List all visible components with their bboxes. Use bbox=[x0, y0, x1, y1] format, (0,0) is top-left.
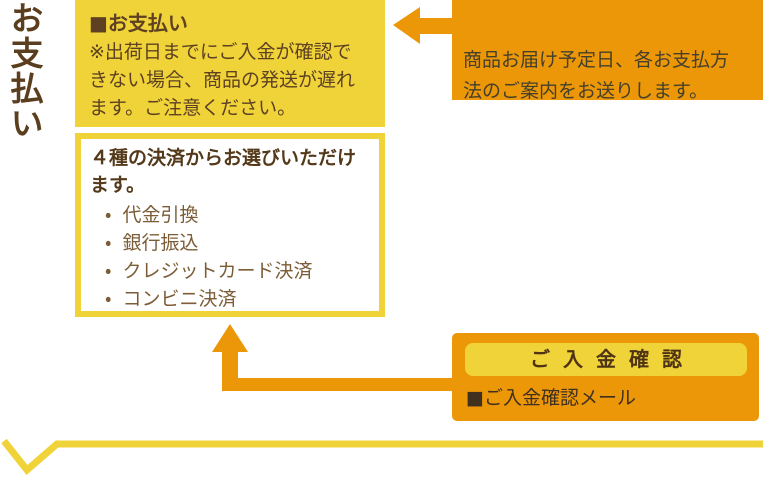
confirmation-header-badge: ご入金確認 bbox=[465, 343, 747, 376]
delivery-notice-text: 商品お届け予定日、各お支払方 法のご案内をお送りします。 bbox=[463, 49, 730, 102]
payment-method-label: クレジットカード決済 bbox=[122, 260, 313, 282]
bullet-icon: ・ bbox=[105, 288, 112, 310]
payment-box-note: ※出荷日までにご入金が確認で きない場合、商品の発送が遅れ ます。ご注意ください… bbox=[89, 41, 356, 119]
payment-method-item: ・代金引換 bbox=[105, 201, 373, 229]
payment-box-heading: ■お支払い bbox=[89, 11, 188, 35]
bullet-icon: ・ bbox=[105, 204, 112, 226]
payment-method-label: 銀行振込 bbox=[122, 232, 199, 254]
confirmation-mail-label: ■ご入金確認メール bbox=[466, 387, 636, 409]
bullet-icon: ・ bbox=[105, 260, 112, 282]
payment-info-box: ■お支払い ※出荷日までにご入金が確認で きない場合、商品の発送が遅れ ます。ご… bbox=[75, 0, 385, 127]
section-title-vertical: お支払い bbox=[5, 1, 44, 141]
arrow-left-icon bbox=[393, 7, 452, 44]
payment-confirmation-box: ご入金確認 ■ご入金確認メール bbox=[452, 333, 759, 421]
bullet-icon: ・ bbox=[105, 232, 112, 254]
payment-methods-box: ４種の決済からお選びいただけ ます。 ・代金引換 ・銀行振込 ・クレジットカード… bbox=[75, 133, 385, 317]
payment-method-label: 代金引換 bbox=[122, 204, 199, 226]
payment-method-item: ・クレジットカード決済 bbox=[105, 257, 373, 285]
payment-method-item: ・コンビニ決済 bbox=[105, 285, 373, 313]
arrow-up-icon bbox=[212, 324, 452, 391]
delivery-notice-box: 商品お届け予定日、各お支払方 法のご案内をお送りします。 bbox=[452, 0, 763, 102]
payment-methods-heading: ４種の決済からお選びいただけ ます。 bbox=[90, 147, 357, 196]
divider-chevron-line bbox=[1, 438, 763, 476]
payment-methods-list: ・代金引換 ・銀行振込 ・クレジットカード決済 ・コンビニ決済 bbox=[90, 201, 373, 313]
payment-method-label: コンビニ決済 bbox=[122, 288, 237, 310]
payment-method-item: ・銀行振込 bbox=[105, 229, 373, 257]
